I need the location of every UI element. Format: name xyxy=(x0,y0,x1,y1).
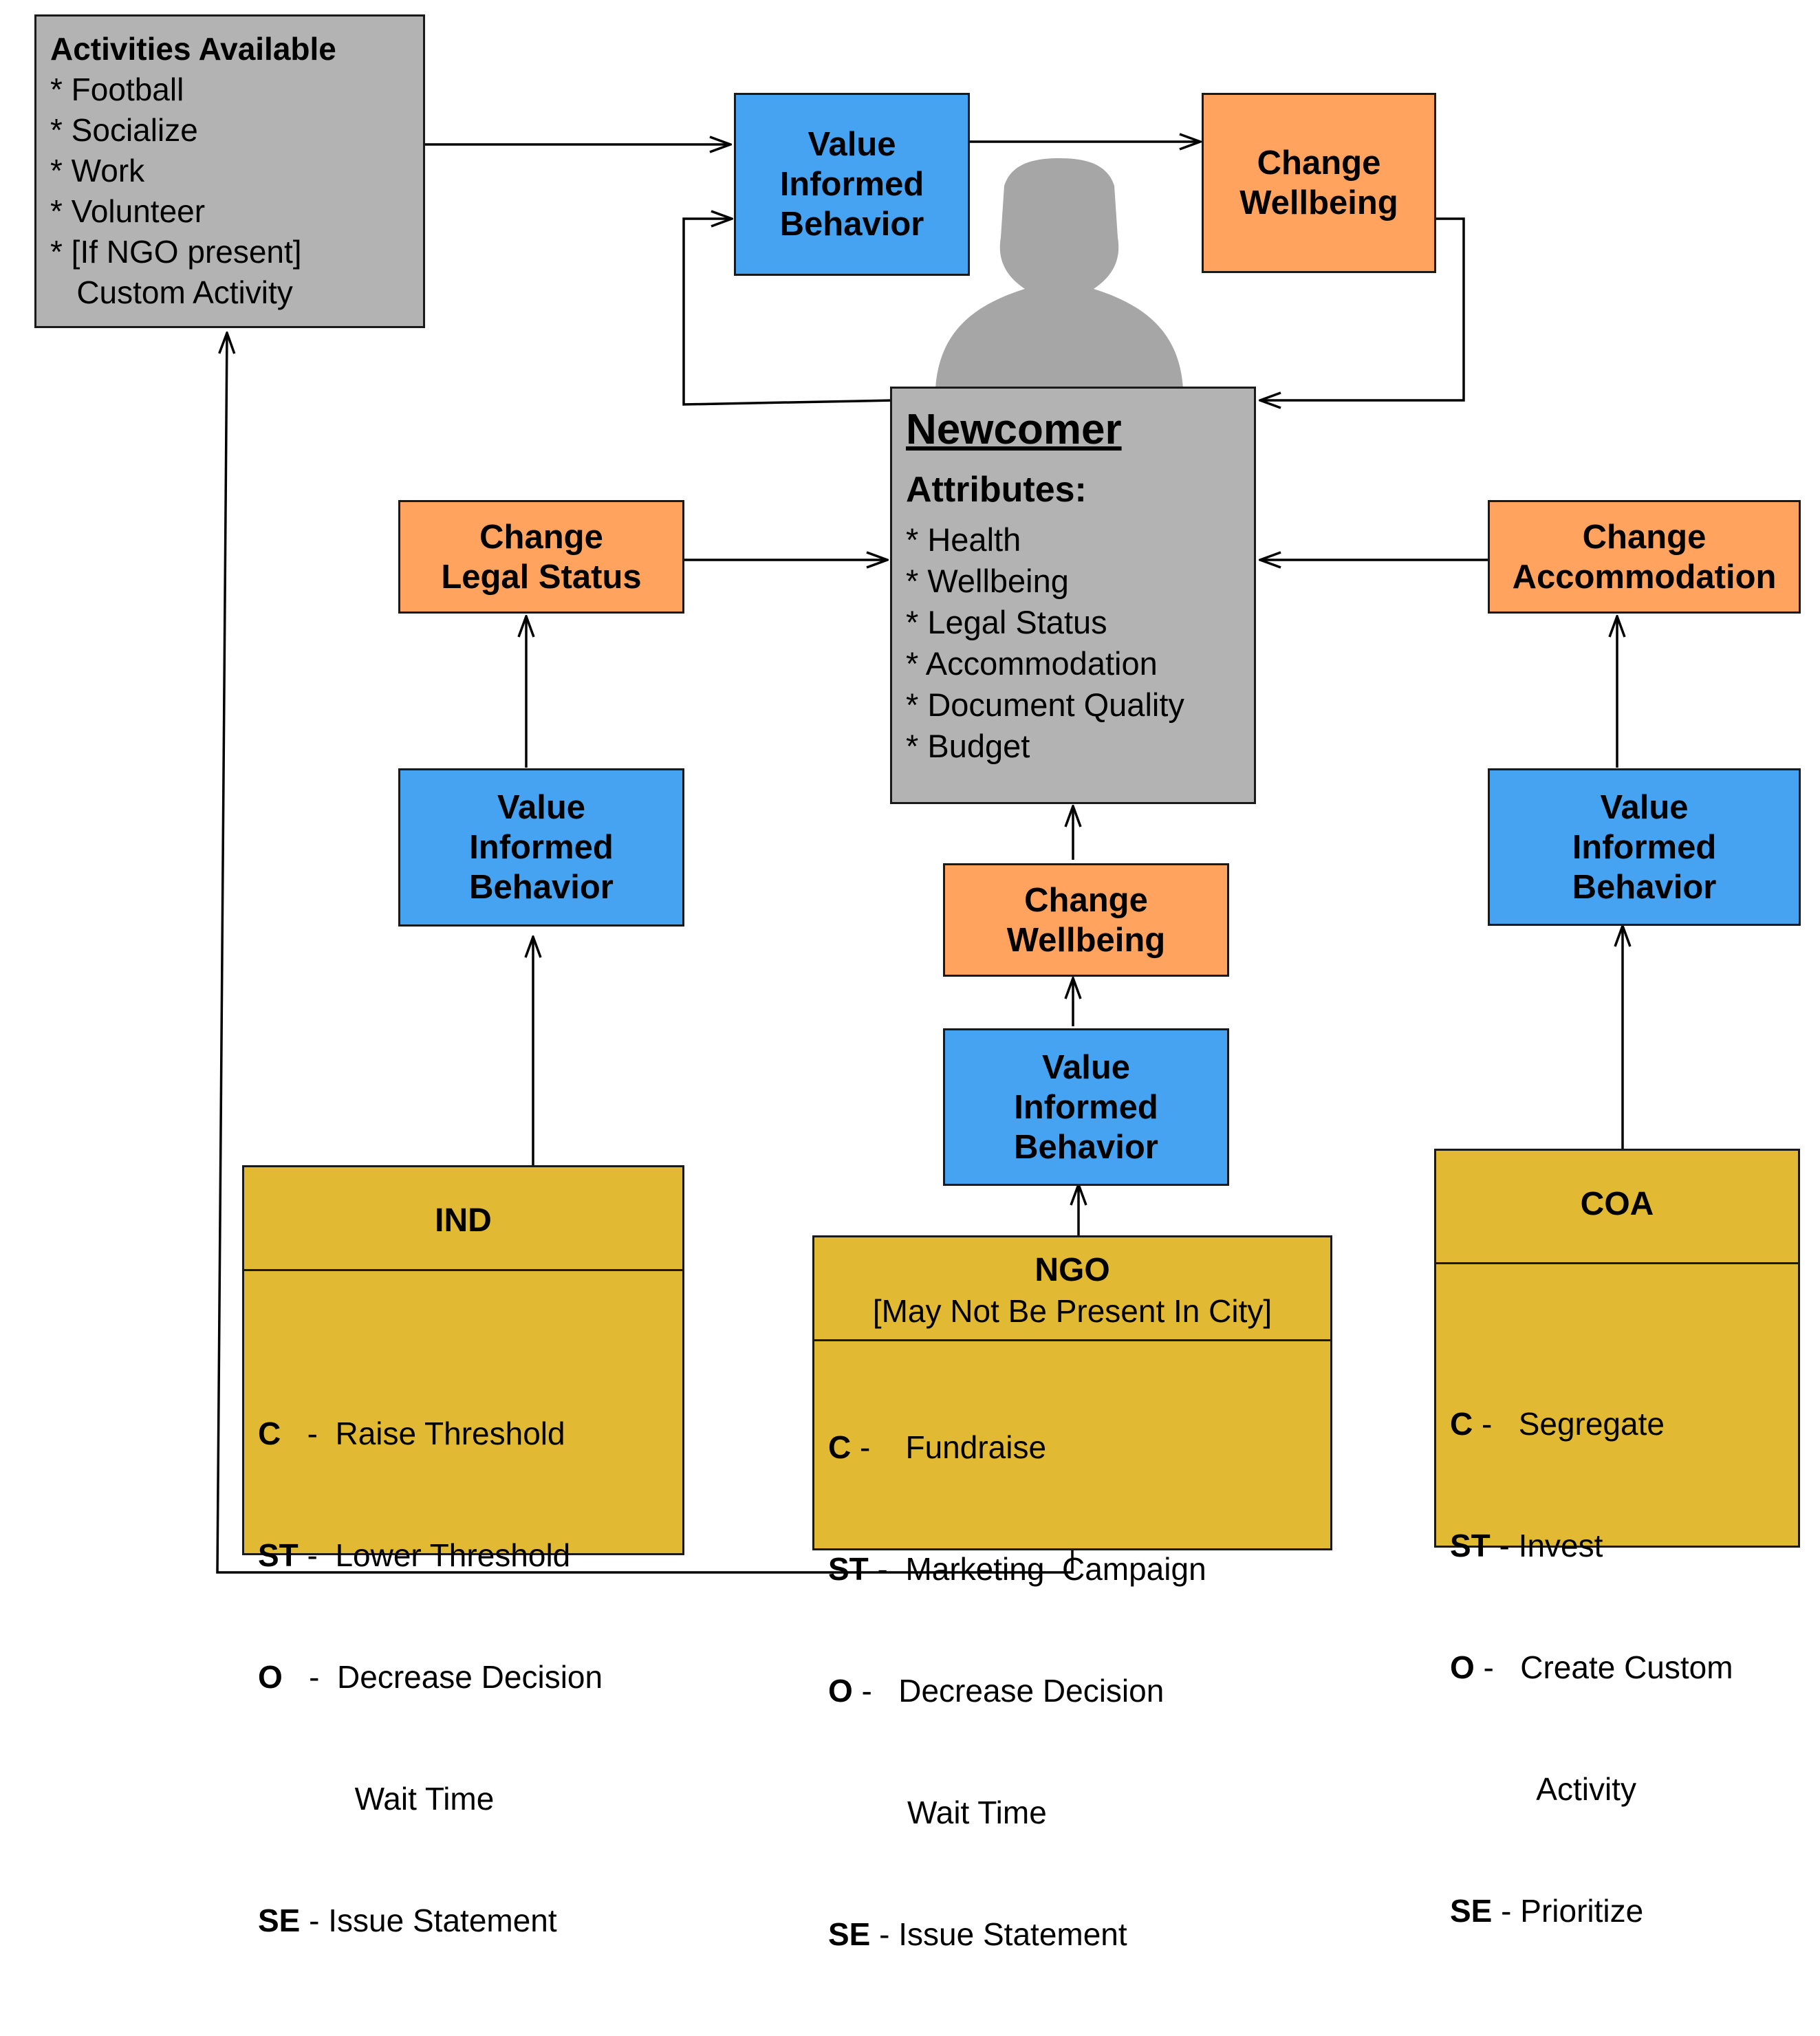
ind-actor-box: IND C - Raise Threshold ST - Lower Thres… xyxy=(242,1165,684,1938)
attributes-heading: Attributes: xyxy=(906,470,1087,510)
ngo-title: NGO xyxy=(1034,1252,1110,1288)
activity-item: * [If NGO present] xyxy=(50,234,302,270)
coa-divider xyxy=(1436,1262,1798,1264)
coa-title: COA xyxy=(1580,1186,1654,1222)
attribute-item: * Wellbeing xyxy=(906,563,1069,599)
strategy-line: Activity xyxy=(1450,1771,1636,1807)
strategy-line: ST - Invest xyxy=(1450,1528,1603,1563)
ind-strategy-list: C - Raise Threshold ST - Lower Threshold… xyxy=(258,1332,603,2022)
arrow-ngo-to-activities xyxy=(216,333,1074,1574)
strategy-line: Wait Time xyxy=(828,1795,1047,1830)
strategy-line: SE - Issue Statement xyxy=(828,1916,1127,1952)
strategy-line: ST - Marketing Campaign xyxy=(828,1551,1206,1587)
strategy-line: Wait Time xyxy=(258,1781,495,1817)
change-wellbeing-box-top: Change Wellbeing xyxy=(1202,93,1436,273)
activity-item: * Work xyxy=(50,153,145,188)
attribute-item: * Accommodation xyxy=(906,645,1158,682)
coa-actor-box: COA C - Segregate ST - Invest O - Create… xyxy=(1434,1149,1800,1929)
coa-strategy-list: C - Segregate ST - Invest O - Create Cus… xyxy=(1450,1323,1733,2013)
strategy-line: C - Segregate xyxy=(1450,1406,1665,1442)
ind-title: IND xyxy=(435,1202,492,1239)
attribute-item: * Health xyxy=(906,521,1021,558)
strategy-line: SE - Prioritize xyxy=(1450,1893,1644,1929)
arrow-wellbeing-to-newcomer xyxy=(1260,217,1465,400)
ngo-divider xyxy=(814,1339,1330,1341)
value-informed-behavior-box-right: Value Informed Behavior xyxy=(1488,768,1801,926)
activities-title: Activities Available xyxy=(50,31,336,67)
strategy-line: O - Decrease Decision xyxy=(828,1673,1164,1709)
strategy-line: SE - Issue Statement xyxy=(258,1903,557,1938)
newcomer-box: Newcomer Attributes: * Health * Wellbein… xyxy=(890,387,1256,804)
newcomer-title: Newcomer xyxy=(906,406,1122,453)
value-informed-behavior-box-mid: Value Informed Behavior xyxy=(943,1028,1229,1186)
activity-item: Custom Activity xyxy=(50,274,293,310)
strategy-line: O - Create Custom xyxy=(1450,1649,1733,1685)
attribute-item: * Document Quality xyxy=(906,686,1184,723)
value-informed-behavior-box-top: Value Informed Behavior xyxy=(734,93,970,276)
strategy-line: O - Decrease Decision xyxy=(258,1659,603,1695)
change-accommodation-box: Change Accommodation xyxy=(1488,500,1801,614)
ind-divider xyxy=(244,1269,682,1271)
change-legal-status-box: Change Legal Status xyxy=(398,500,684,614)
strategy-line: C - Raise Threshold xyxy=(258,1416,565,1451)
activity-item: * Socialize xyxy=(50,112,198,148)
activity-item: * Football xyxy=(50,72,184,107)
value-informed-behavior-box-left: Value Informed Behavior xyxy=(398,768,684,927)
activities-available-box: Activities Available * Football * Social… xyxy=(34,14,425,328)
ngo-actor-box: NGO [May Not Be Present In City] C - Fun… xyxy=(812,1235,1332,1952)
activity-item: * Volunteer xyxy=(50,193,206,229)
arrow-newcomer-to-vib xyxy=(682,219,895,406)
attribute-item: * Legal Status xyxy=(906,604,1107,640)
connector-layer xyxy=(216,0,1820,1574)
change-wellbeing-box-mid: Change Wellbeing xyxy=(943,863,1229,977)
person-icon xyxy=(935,158,1183,389)
ngo-subtitle: [May Not Be Present In City] xyxy=(872,1293,1272,1329)
strategy-line: C - Fundraise xyxy=(828,1429,1047,1465)
ngo-strategy-list: C - Fundraise ST - Marketing Campaign O … xyxy=(828,1346,1206,2036)
strategy-line: ST - Lower Threshold xyxy=(258,1537,571,1573)
attribute-item: * Budget xyxy=(906,728,1030,764)
